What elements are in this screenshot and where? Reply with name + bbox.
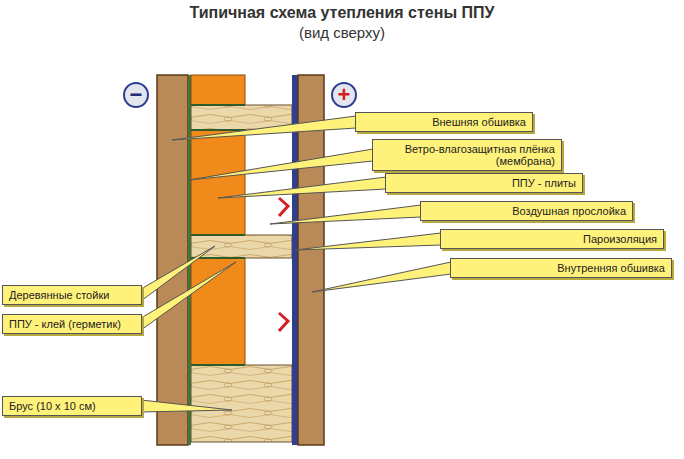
callout-text: Ветро-влагозащитная плёнка (мембрана) xyxy=(379,143,555,167)
leader-wedge xyxy=(270,205,421,224)
callout-box: Брус (10 х 10 см) xyxy=(2,396,142,416)
subtitle: (вид сверху) xyxy=(0,24,684,41)
leader-wedge xyxy=(172,116,356,140)
callout-box: Ветро-влагозащитная плёнка (мембрана) xyxy=(372,139,562,171)
callout-text: Внешняя обшивка xyxy=(362,116,526,128)
callout-box: ППУ - плиты xyxy=(385,173,583,193)
polarity-circle: − xyxy=(123,82,149,108)
leader-wedge xyxy=(312,262,451,292)
air-flow-mark xyxy=(279,313,288,331)
callout-box: Внутренняя обшивка xyxy=(450,258,672,278)
callout-text: Пароизоляция xyxy=(447,233,657,245)
ppu-plate xyxy=(191,130,245,235)
wooden-stud xyxy=(191,235,292,258)
leader-wedge xyxy=(141,246,215,301)
callout-box: Пароизоляция xyxy=(440,229,664,249)
callout-box: Деревянные стойки xyxy=(2,285,142,305)
leader-wedge xyxy=(295,233,441,250)
callout-text: Брус (10 х 10 см) xyxy=(9,400,135,412)
callout-text: ППУ - плиты xyxy=(392,177,576,189)
outer-sheathing xyxy=(157,75,188,445)
polarity-circle: + xyxy=(331,82,357,108)
polarity-sign: + xyxy=(338,84,351,106)
callout-text: ППУ - клей (герметик) xyxy=(9,318,135,330)
callout-text: Внутренняя обшивка xyxy=(457,262,665,274)
callout-box: ППУ - клей (герметик) xyxy=(2,314,142,334)
callout-box: Внешняя обшивка xyxy=(355,112,533,132)
callout-text: Деревянные стойки xyxy=(9,289,135,301)
air-flow-mark xyxy=(279,198,288,216)
ppu-glue xyxy=(191,105,245,365)
callout-box: Воздушная прослойка xyxy=(420,201,633,221)
leader-wedge xyxy=(141,262,236,330)
leader-wedge xyxy=(218,177,386,198)
leader-wedge xyxy=(189,149,373,180)
leader-wedge xyxy=(141,400,232,412)
ppu-plate xyxy=(191,75,245,105)
timber-beam xyxy=(191,365,292,442)
callout-text: Воздушная прослойка xyxy=(427,205,626,217)
polarity-sign: − xyxy=(130,84,143,106)
title: Типичная схема утепления стены ППУ xyxy=(0,4,684,22)
